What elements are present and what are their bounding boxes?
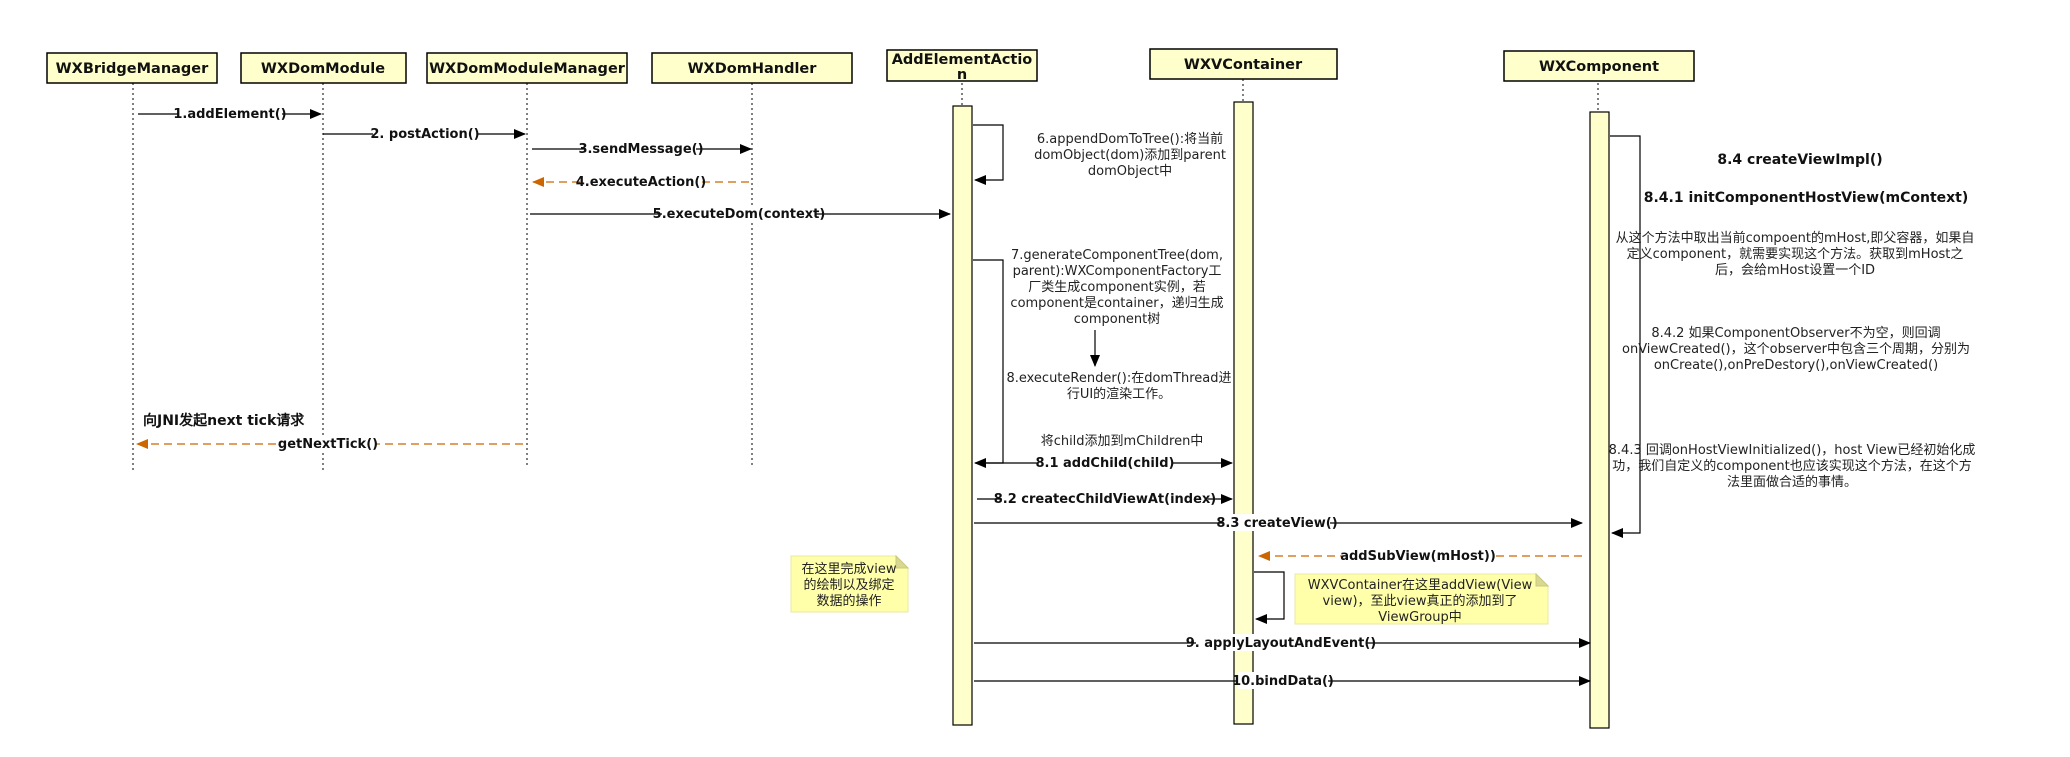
note-observer-line2: onViewCreated()，这个observer中包含三个周期，分别为 xyxy=(1622,341,1970,357)
sticky-note-container-add-line2: view)，至此view真正的添加到了 xyxy=(1323,593,1518,609)
participants: WXBridgeManager WXDomModule WXDomModuleM… xyxy=(46,48,1695,84)
lifelines xyxy=(132,79,1599,470)
participant-addaction-label-line1: AddElementActio xyxy=(892,52,1033,68)
self-calls xyxy=(973,124,1641,624)
message-labels: 1.addElement() 2. postAction() 3.sendMes… xyxy=(173,105,1496,689)
message-tick-label: getNextTick() xyxy=(278,437,378,452)
message-subview-label: addSubView(mHost)) xyxy=(1340,549,1496,564)
note-init-host-view-desc: 从这个方法中取出当前compoent的mHost,即父容器，如果自 定义comp… xyxy=(1616,230,1975,278)
message-9-label: 9. applyLayoutAndEvent() xyxy=(1186,636,1377,651)
note-host-initialized-line2: 功，我们自定义的component也应该实现这个方法，在这个方 xyxy=(1612,458,1972,474)
message-2-label: 2. postAction() xyxy=(370,127,479,142)
note-generate-tree-line1: 7.generateComponentTree(dom, xyxy=(1011,248,1223,263)
activations xyxy=(952,101,1610,729)
message-8-2-label: 8.2 createcChildViewAt(index) xyxy=(994,492,1217,507)
note-add-child: 将child添加到mChildren中 xyxy=(1041,434,1204,449)
note-host-initialized: 8.4.3 回调onHostViewInitialized()，host Vie… xyxy=(1609,443,1976,490)
self-call-generate-tree xyxy=(973,259,1004,468)
message-3-label: 3.sendMessage() xyxy=(578,142,703,157)
note-generate-tree-line5: component树 xyxy=(1074,312,1161,327)
message-4-label: 4.executeAction() xyxy=(576,175,707,190)
sticky-note-view-draw-line1: 在这里完成view xyxy=(802,561,897,577)
note-host-initialized-line1: 8.4.3 回调onHostViewInitialized()，host Vie… xyxy=(1609,443,1976,458)
participant-addaction-label-line2: n xyxy=(957,67,967,83)
note-observer-line3: onCreate(),onPreDestory(),onViewCreated(… xyxy=(1654,358,1938,373)
note-append-dom-line2: domObject(dom)添加到parent xyxy=(1034,148,1226,163)
participant-domhandler-label: WXDomHandler xyxy=(688,61,818,77)
participant-dommanager-label: WXDomModuleManager xyxy=(429,61,626,77)
note-generate-tree-line3: 厂类生成component实例，若 xyxy=(1028,279,1206,295)
activation-component xyxy=(1589,111,1610,729)
message-8-1-label: 8.1 addChild(child) xyxy=(1035,456,1174,471)
self-call-create-view-impl xyxy=(1610,135,1641,538)
note-generate-tree-line2: parent):WXComponentFactory工 xyxy=(1013,264,1222,279)
note-init-host-view-desc-line3: 后，会给mHost设置一个ID xyxy=(1715,263,1875,278)
activation-vcontainer xyxy=(1233,101,1254,725)
note-generate-tree-line4: component是container，递归生成 xyxy=(1010,296,1223,311)
note-init-host-view-desc-line1: 从这个方法中取出当前compoent的mHost,即父容器，如果自 xyxy=(1616,230,1975,246)
message-1-label: 1.addElement() xyxy=(173,107,286,122)
note-create-view-impl: 8.4 createViewImpl() xyxy=(1717,152,1882,168)
note-host-initialized-line3: 法里面做合适的事情。 xyxy=(1727,474,1857,490)
self-call-add-view xyxy=(1254,571,1285,624)
note-append-dom-line3: domObject中 xyxy=(1088,164,1172,179)
participant-domhandler: WXDomHandler xyxy=(651,52,853,84)
participant-dommodule: WXDomModule xyxy=(240,52,407,84)
note-init-host-view-desc-line2: 定义component，就需要实现这个方法。获取到mHost之 xyxy=(1627,246,1964,262)
sticky-note-view-draw: 在这里完成view 的绘制以及绑定 数据的操作 xyxy=(790,554,910,613)
note-append-dom: 6.appendDomToTree():将当前 domObject(dom)添加… xyxy=(1034,131,1226,179)
participant-vcontainer: WXVContainer xyxy=(1149,48,1338,80)
participant-bridge-label: WXBridgeManager xyxy=(56,61,209,77)
note-generate-tree: 7.generateComponentTree(dom, parent):WXC… xyxy=(1010,248,1223,327)
activation-addaction xyxy=(952,105,973,726)
note-observer-line1: 8.4.2 如果ComponentObserver不为空，则回调 xyxy=(1651,325,1940,341)
participant-dommodule-label: WXDomModule xyxy=(261,61,385,77)
self-call-append-dom xyxy=(973,124,1004,185)
sticky-note-container-add: WXVContainer在这里addView(View view)，至此view… xyxy=(1294,572,1550,625)
participant-component-label: WXComponent xyxy=(1539,59,1659,75)
participant-dommanager: WXDomModuleManager xyxy=(426,52,628,84)
note-execute-render: 8.executeRender():在domThread进 行UI的渲染工作。 xyxy=(1006,371,1231,402)
note-observer: 8.4.2 如果ComponentObserver不为空，则回调 onViewC… xyxy=(1622,325,1970,373)
sticky-note-container-add-line3: ViewGroup中 xyxy=(1378,610,1461,625)
message-5-label: 5.executeDom(context) xyxy=(653,207,826,222)
sticky-note-container-add-line1: WXVContainer在这里addView(View xyxy=(1308,577,1533,593)
message-10-label: 10.bindData() xyxy=(1232,674,1334,689)
participant-addaction: AddElementActio n xyxy=(886,49,1038,83)
sticky-note-view-draw-line2: 的绘制以及绑定 xyxy=(803,577,894,593)
sticky-note-view-draw-line3: 数据的操作 xyxy=(816,593,881,609)
note-init-host-view: 8.4.1 initComponentHostView(mContext) xyxy=(1644,190,1969,206)
notes: 6.appendDomToTree():将当前 domObject(dom)添加… xyxy=(143,131,1975,490)
note-execute-render-line2: 行UI的渲染工作。 xyxy=(1067,386,1171,402)
message-8-3-label: 8.3 createView() xyxy=(1216,516,1337,531)
participant-component: WXComponent xyxy=(1503,50,1695,82)
note-append-dom-line1: 6.appendDomToTree():将当前 xyxy=(1037,131,1223,147)
note-jni-request: 向JNI发起next tick请求 xyxy=(143,412,305,429)
participant-vcontainer-label: WXVContainer xyxy=(1184,57,1303,73)
participant-bridge: WXBridgeManager xyxy=(46,52,218,84)
note-execute-render-line1: 8.executeRender():在domThread进 xyxy=(1006,371,1231,386)
